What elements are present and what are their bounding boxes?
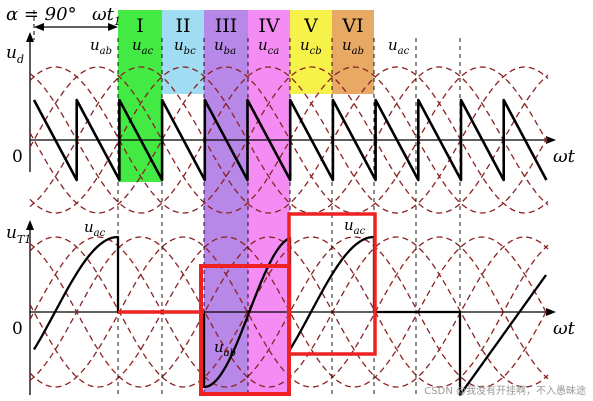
bottom-curve-label-uac-right: uac [344, 216, 366, 237]
top-curve-label-uca: uca [258, 36, 279, 57]
region-band-3 [204, 10, 248, 395]
top-zero-label: 0 [12, 147, 23, 167]
top-x-arrow [546, 136, 556, 144]
alpha-indicator [33, 10, 118, 40]
highlight-box-uac [287, 212, 377, 356]
top-line-voltage-curve-6 [29, 66, 549, 214]
region-band-4 [248, 10, 290, 395]
top-y-label: ud [6, 43, 24, 66]
bottom-curve-label-uab: uab [214, 338, 236, 359]
region-label-3: III [215, 15, 238, 37]
region-label-4: IV [258, 15, 280, 37]
alpha-arrow-right-head [108, 23, 118, 31]
region-label-1: I [136, 15, 144, 37]
top-curve-label-uab-left: uab [90, 36, 112, 57]
bottom-zero-label: 0 [12, 319, 23, 339]
region-label-6: VI [341, 15, 363, 37]
alpha-label: α = 90° [6, 4, 77, 25]
watermark: CSDN @我没有开挂啊，不入愚昧途 [424, 384, 586, 397]
top-curve-label-uba: uba [214, 36, 236, 57]
bottom-y-arrow [26, 220, 34, 230]
top-x-label: ωt [553, 146, 576, 167]
region-band-5-top [290, 10, 332, 94]
text-labels: α = 90° ωt1 I II III IV V VI ud 0 ωt uab… [6, 4, 586, 397]
region-label-2: II [175, 15, 190, 37]
alpha-arrow-left-head [34, 23, 44, 31]
bottom-x-label: ωt [553, 318, 576, 339]
top-dashed-sinusoids [29, 66, 549, 214]
top-curve-label-uac: uac [132, 36, 154, 57]
omega-t1-label: ωt1 [92, 4, 121, 28]
top-curve-label-ubc: ubc [174, 36, 196, 57]
top-curve-label-ucb: ucb [300, 36, 322, 57]
top-line-voltage-curve-3 [29, 66, 549, 214]
region-label-5: V [303, 15, 318, 37]
region-bands [118, 10, 374, 395]
top-line-voltage-curve-5 [29, 66, 549, 214]
bottom-x-arrow [546, 308, 556, 316]
bottom-curve-label-uac-left: uac [84, 218, 106, 239]
region-band-2-top [162, 10, 204, 94]
ud-output-waveform [32, 98, 548, 182]
top-curve-label-uab-right: uab [342, 36, 364, 57]
bottom-y-label: uT1 [6, 223, 31, 246]
top-curve-label-uac-right: uac [388, 36, 410, 57]
top-line-voltage-curve-2 [29, 66, 549, 214]
region-band-6-top [332, 10, 374, 94]
top-y-arrow [26, 32, 34, 42]
